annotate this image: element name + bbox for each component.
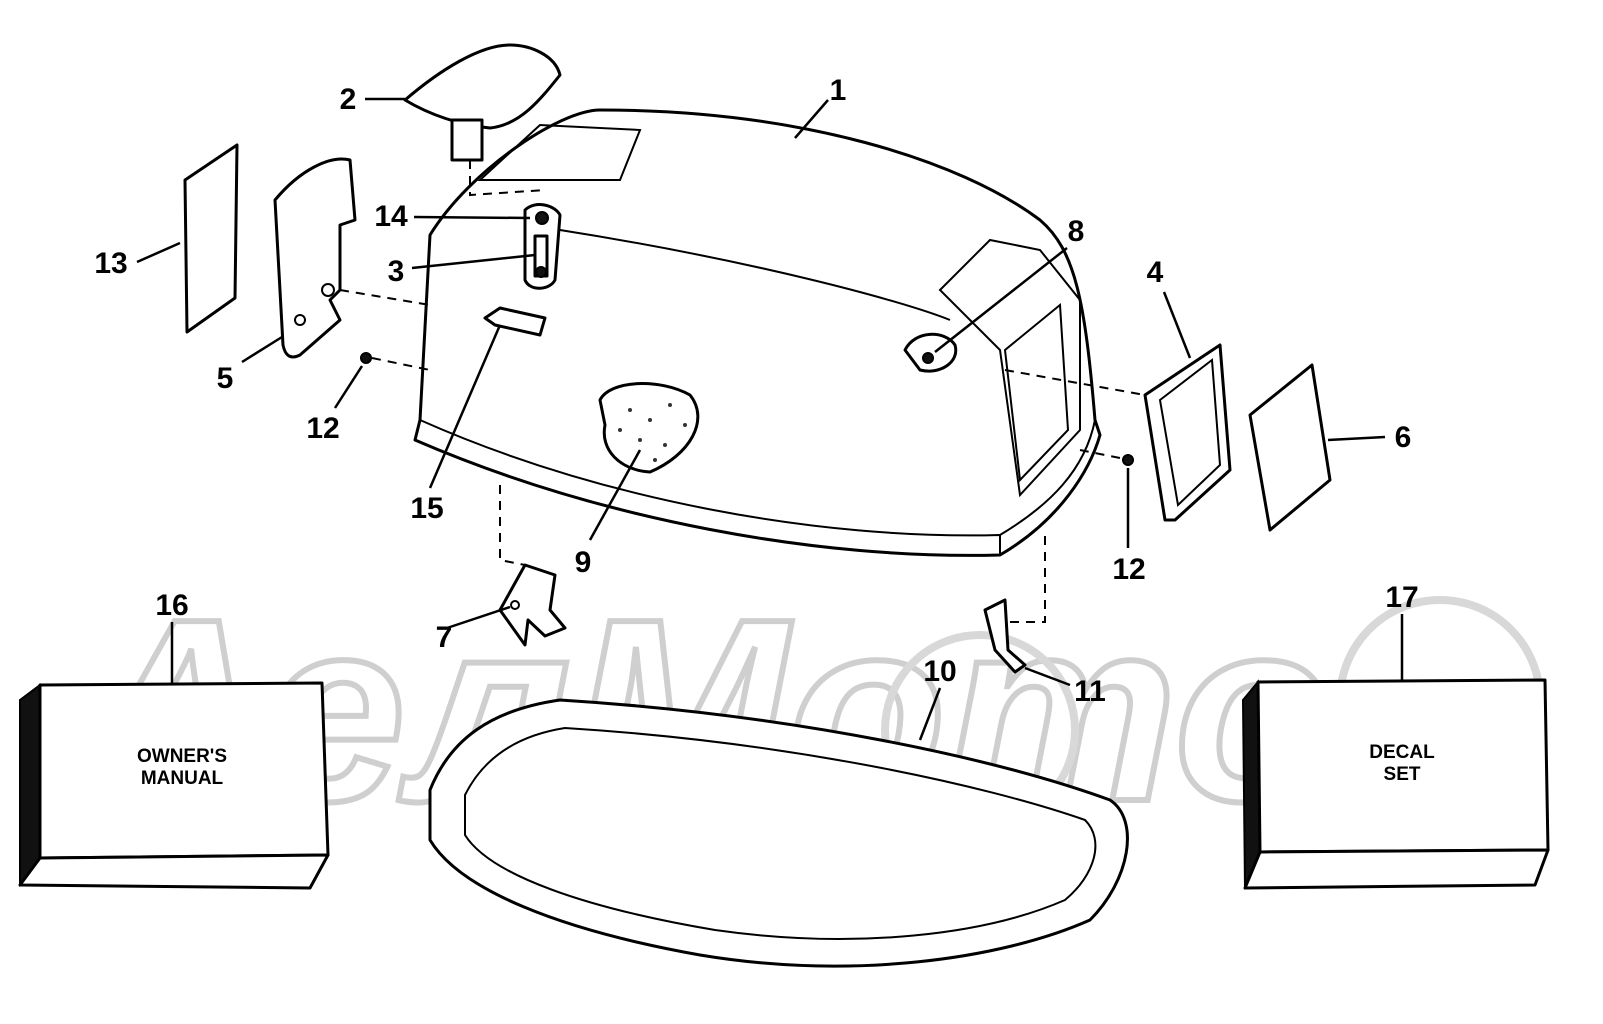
part-17-decal-set-box: DECAL SET (1241, 678, 1550, 890)
callout-6: 6 (1395, 421, 1412, 454)
part-3-14-latch (523, 203, 562, 290)
callout-8: 8 (1068, 215, 1085, 248)
callout-16: 16 (155, 589, 188, 622)
part-5-side-bracket (273, 157, 431, 359)
callout-3: 3 (388, 255, 405, 288)
decal-set-line-2: SET (1384, 764, 1421, 785)
part-9-foam-pad (598, 382, 700, 474)
part-6-vent-plate (1248, 363, 1332, 532)
callout-5: 5 (217, 362, 234, 395)
callout-17: 17 (1385, 581, 1418, 614)
part-16-owners-manual-box: OWNER'S MANUAL (18, 681, 330, 890)
callout-7: 7 (436, 621, 453, 654)
part-11-mount-bracket (983, 535, 1046, 674)
part-12-screw-2 (1079, 449, 1134, 466)
part-2-top-cap (403, 43, 562, 197)
part-1-engine-cover (413, 108, 1102, 557)
part-10-seal-ring (428, 698, 1129, 968)
callout-15: 15 (410, 492, 443, 525)
part-4-vent-frame (1004, 343, 1232, 522)
owners-manual-line-2: MANUAL (141, 768, 224, 789)
part-12-screw (360, 352, 431, 371)
callout-4: 4 (1147, 256, 1164, 289)
callout-labels: 1 2 3 4 5 6 7 8 9 10 11 12 12 13 14 15 1… (94, 74, 1418, 708)
callout-13: 13 (94, 247, 127, 280)
callout-10: 10 (923, 655, 956, 688)
decal-set-line-1: DECAL (1369, 742, 1435, 763)
callout-2: 2 (340, 83, 357, 116)
callout-1: 1 (830, 74, 847, 107)
callout-9: 9 (575, 546, 592, 579)
part-13-label-plate (183, 143, 239, 334)
callout-12: 12 (306, 412, 339, 445)
callout-11: 11 (1074, 675, 1106, 708)
callout-12-b: 12 (1112, 553, 1145, 586)
owners-manual-line-1: OWNER'S (137, 746, 227, 767)
callout-14: 14 (374, 200, 408, 233)
leader-lines (136, 97, 1404, 741)
part-7-mount-bracket (498, 485, 567, 647)
part-15-bracket (483, 306, 547, 337)
